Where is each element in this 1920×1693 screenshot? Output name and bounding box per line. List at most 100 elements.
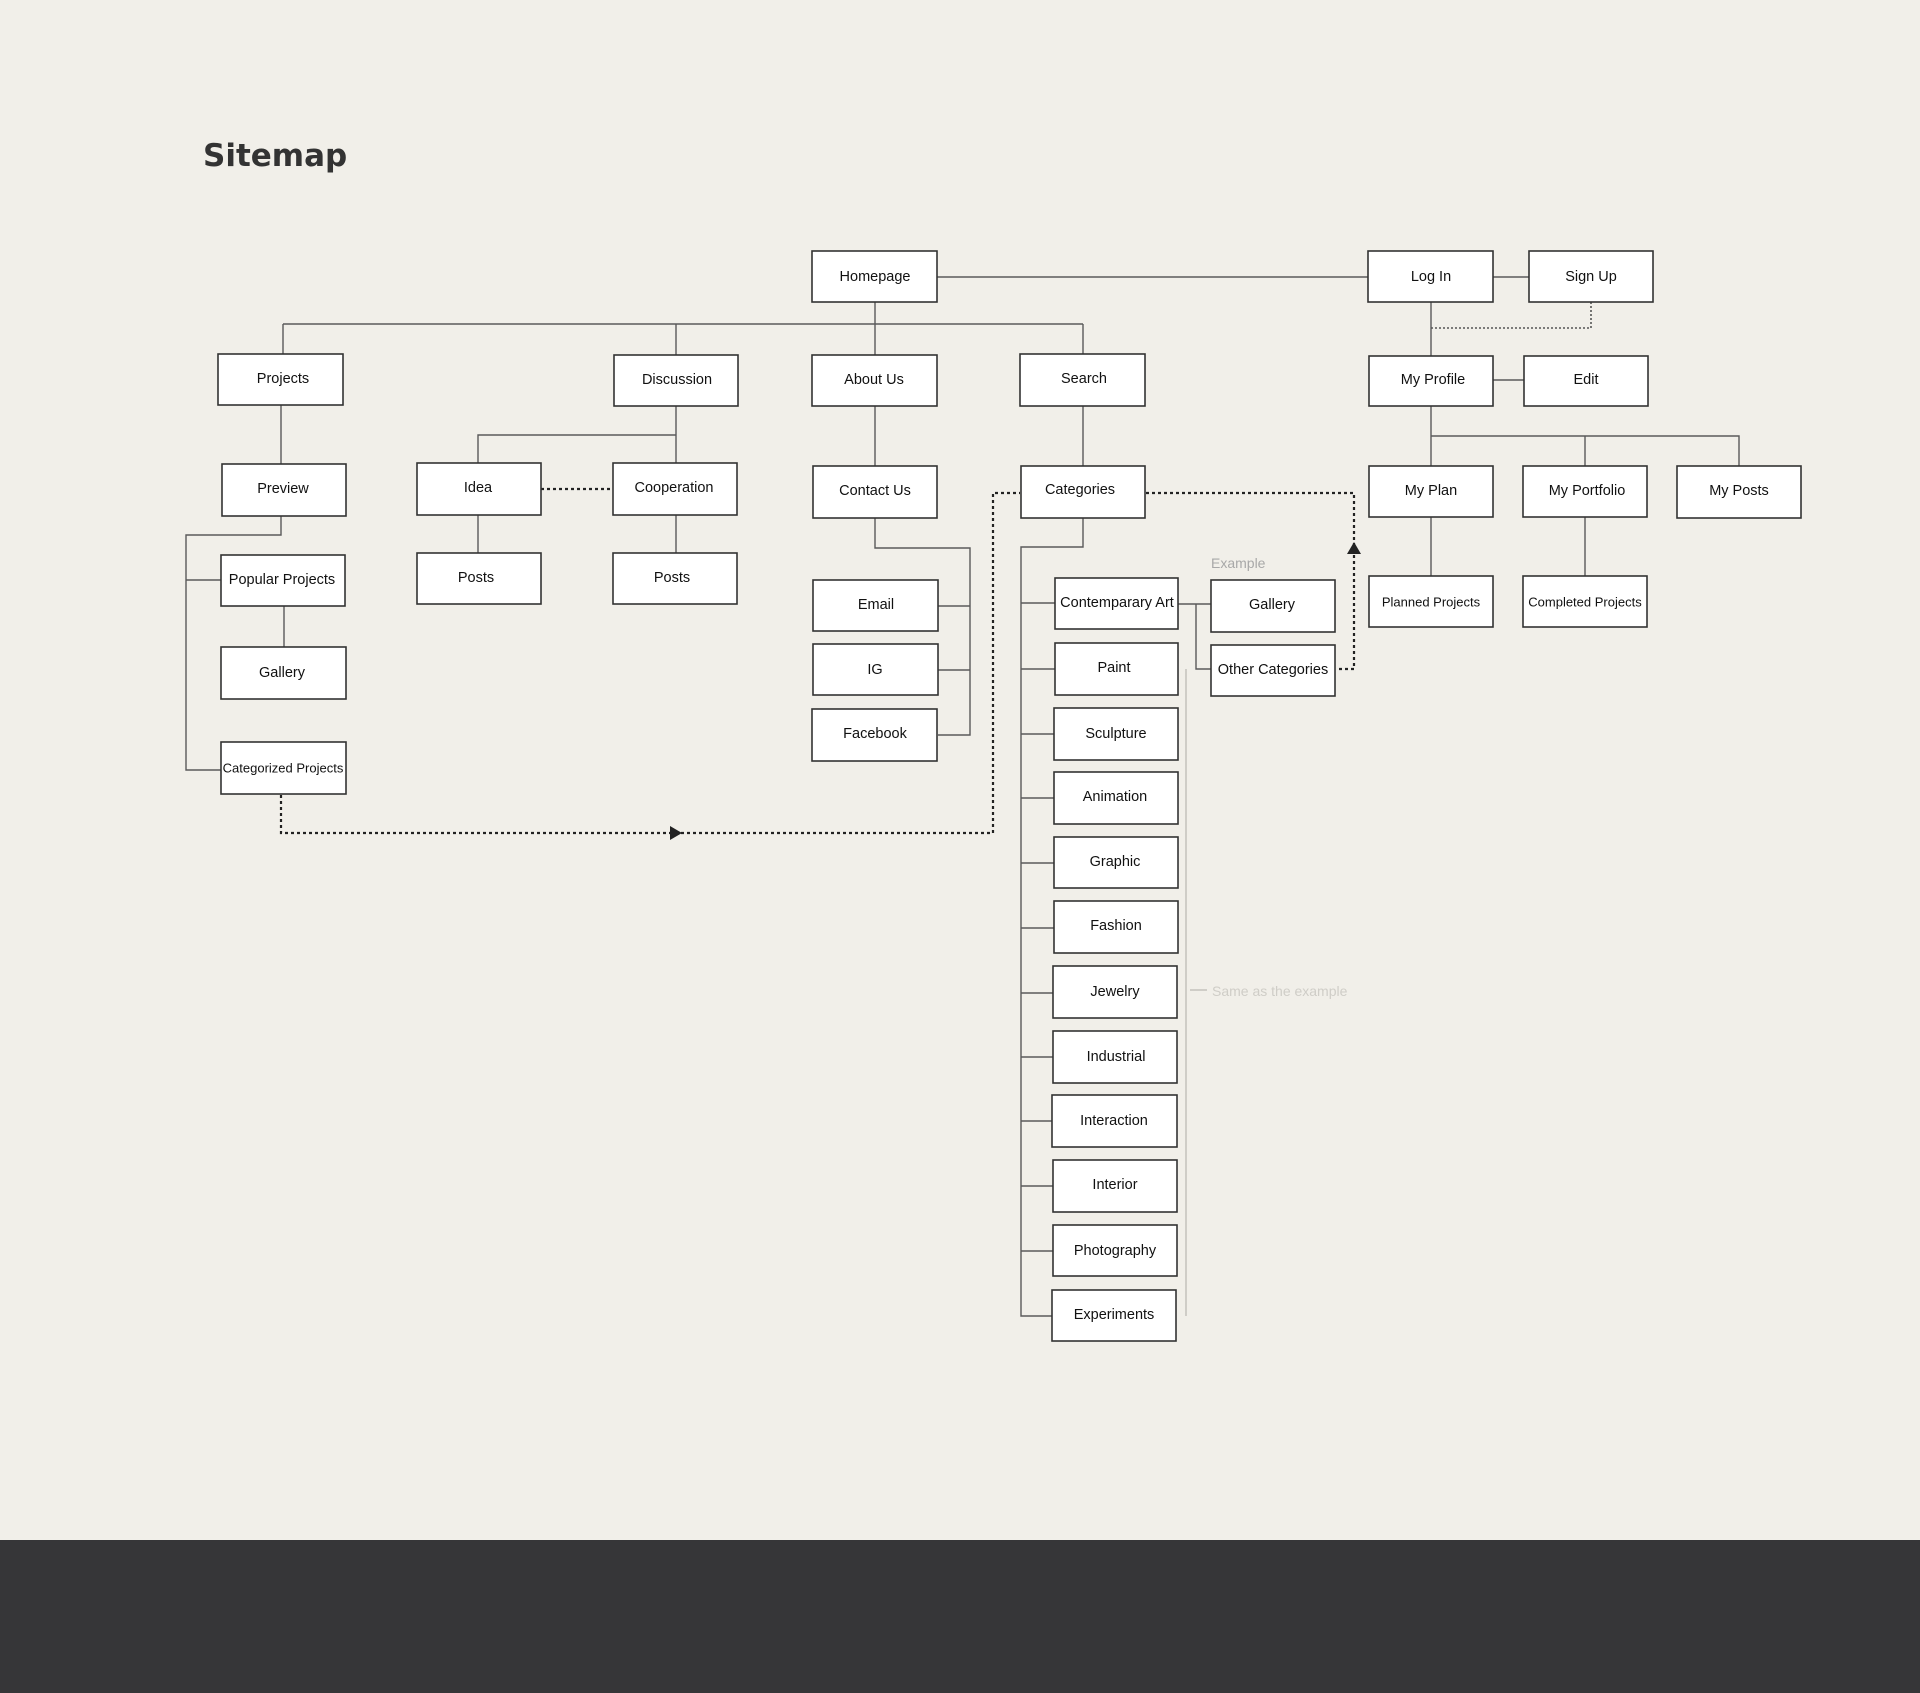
page-title: Sitemap <box>203 138 348 174</box>
node-cooperation-posts-label: Posts <box>654 570 690 586</box>
node-category-photography: Photography <box>1052 1224 1178 1277</box>
dotted-categories-to-other <box>1146 491 1356 671</box>
node-my-portfolio: My Portfolio <box>1522 465 1648 518</box>
node-categorized-projects-label: Categorized Projects <box>223 761 344 776</box>
sitemap-page: Sitemap <box>185 138 1802 1342</box>
arrow-right-icon <box>670 826 682 840</box>
node-cooperation-label: Cooperation <box>635 480 714 496</box>
node-category-industrial: Industrial <box>1052 1030 1178 1084</box>
category-label: Fashion <box>1090 918 1142 934</box>
node-my-plan: My Plan <box>1368 465 1494 518</box>
node-ig: IG <box>812 643 939 696</box>
node-category-animation: Animation <box>1053 771 1179 825</box>
category-label: Animation <box>1083 789 1147 805</box>
node-edit-label: Edit <box>1574 372 1599 388</box>
node-cooperation-posts: Posts <box>612 552 738 605</box>
connector-discussion-idea <box>477 434 676 463</box>
dotted-login-signup <box>1431 302 1592 329</box>
node-facebook: Facebook <box>811 708 938 762</box>
node-popular-projects: Popular Projects <box>220 554 346 607</box>
dotted-connections <box>279 302 1592 840</box>
category-label: Experiments <box>1074 1307 1155 1323</box>
node-categorized-projects: Categorized Projects <box>220 741 347 795</box>
node-homepage-label: Homepage <box>840 269 911 285</box>
node-search-label: Search <box>1061 371 1107 387</box>
node-other-categories-label: Other Categories <box>1218 662 1328 678</box>
node-popular-projects-label: Popular Projects <box>229 572 335 588</box>
node-completed-projects-label: Completed Projects <box>1528 595 1642 610</box>
node-signup-label: Sign Up <box>1565 269 1617 285</box>
node-category-paint: Paint <box>1054 642 1179 696</box>
node-category-jewelry: Jewelry <box>1052 965 1178 1019</box>
node-login-label: Log In <box>1411 269 1451 285</box>
category-label: Paint <box>1097 660 1130 676</box>
node-my-posts: My Posts <box>1676 465 1802 519</box>
node-signup: Sign Up <box>1528 250 1654 303</box>
node-projects: Projects <box>217 353 344 406</box>
node-category-fashion: Fashion <box>1053 900 1179 954</box>
same-as-example-bracket <box>1185 669 1207 1316</box>
node-cooperation: Cooperation <box>612 462 738 516</box>
node-edit: Edit <box>1523 355 1649 407</box>
node-other-categories: Other Categories <box>1210 644 1336 697</box>
node-preview-label: Preview <box>257 481 309 497</box>
node-category-interaction: Interaction <box>1051 1094 1178 1148</box>
node-my-profile: My Profile <box>1368 355 1494 407</box>
category-label: Contemparary Art <box>1060 595 1174 611</box>
arrow-up-icon <box>1347 542 1361 554</box>
node-login: Log In <box>1367 250 1494 303</box>
node-category-sculpture: Sculpture <box>1053 707 1179 761</box>
node-idea-posts-label: Posts <box>458 570 494 586</box>
connector-lines <box>185 276 1740 1317</box>
category-label: Industrial <box>1087 1049 1146 1065</box>
node-preview: Preview <box>221 463 347 517</box>
node-ig-label: IG <box>867 662 882 678</box>
node-completed-projects: Completed Projects <box>1522 575 1648 628</box>
connector-contact-links <box>874 518 971 736</box>
node-my-profile-label: My Profile <box>1401 372 1465 388</box>
node-planned-projects: Planned Projects <box>1368 575 1494 628</box>
node-contact-us-label: Contact Us <box>839 483 911 499</box>
node-projects-gallery: Gallery <box>220 646 347 700</box>
footer-bar <box>0 1540 1920 1693</box>
category-label: Interior <box>1092 1177 1137 1193</box>
node-example-gallery: Gallery <box>1210 579 1336 633</box>
node-example-gallery-label: Gallery <box>1249 597 1296 613</box>
node-email: Email <box>812 579 939 632</box>
node-categories-label: Categories <box>1045 482 1115 498</box>
node-homepage: Homepage <box>811 250 938 303</box>
node-projects-gallery-label: Gallery <box>259 665 306 681</box>
node-facebook-label: Facebook <box>843 726 907 742</box>
node-my-posts-label: My Posts <box>1709 483 1769 499</box>
example-annotation: Example <box>1211 555 1266 571</box>
dotted-categorized-to-categories <box>279 491 1020 835</box>
node-discussion-label: Discussion <box>642 372 712 388</box>
node-search: Search <box>1019 353 1146 407</box>
node-my-portfolio-label: My Portfolio <box>1549 483 1626 499</box>
node-idea-posts: Posts <box>416 552 542 605</box>
node-category-contemporary-art: Contemparary Art <box>1054 577 1179 630</box>
node-contact-us: Contact Us <box>812 465 938 519</box>
node-about-us: About Us <box>811 354 938 407</box>
node-about-us-label: About Us <box>844 372 904 388</box>
node-category-interior: Interior <box>1052 1159 1178 1213</box>
node-category-graphic: Graphic <box>1053 836 1179 889</box>
category-label: Photography <box>1074 1243 1157 1259</box>
node-idea: Idea <box>416 462 542 516</box>
node-planned-projects-label: Planned Projects <box>1382 595 1481 610</box>
same-as-example-annotation: Same as the example <box>1212 983 1348 999</box>
category-label: Graphic <box>1090 854 1141 870</box>
node-email-label: Email <box>858 597 894 613</box>
node-projects-label: Projects <box>257 371 309 387</box>
node-categories: Categories <box>1020 465 1146 519</box>
connector-categories-list <box>1020 518 1084 1317</box>
connector-preview-children <box>185 516 282 771</box>
node-category-experiments: Experiments <box>1051 1289 1177 1342</box>
node-my-plan-label: My Plan <box>1405 483 1457 499</box>
connector-profile-bus <box>1431 435 1740 466</box>
sitemap-diagram: Homepage Log In Sign Up Projects Discuss… <box>185 250 1802 1342</box>
node-idea-label: Idea <box>464 480 493 496</box>
category-label: Sculpture <box>1085 726 1146 742</box>
category-label: Interaction <box>1080 1113 1148 1129</box>
node-discussion: Discussion <box>613 354 739 407</box>
